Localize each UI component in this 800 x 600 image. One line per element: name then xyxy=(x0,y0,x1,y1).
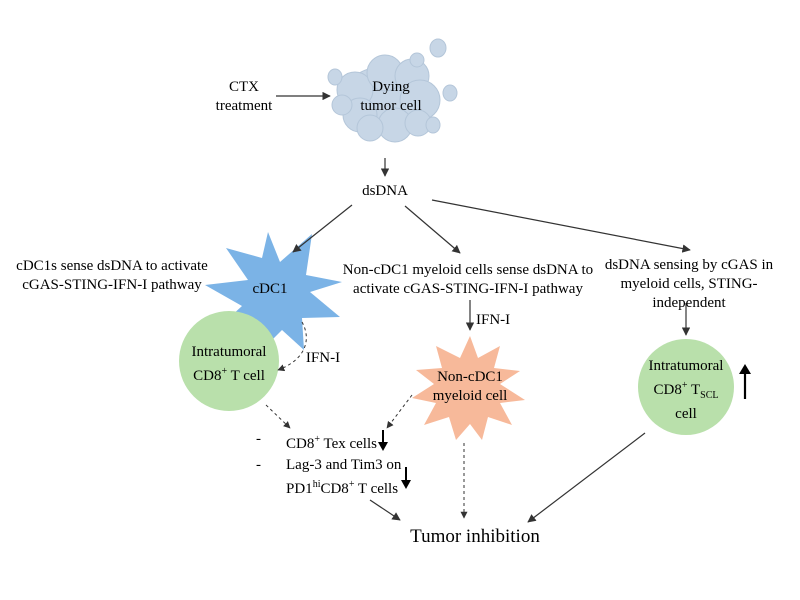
arrow-right-to-tumor xyxy=(527,432,646,523)
dashed-arrows xyxy=(265,321,468,519)
arrow-down-icon xyxy=(378,430,388,451)
arrows xyxy=(276,91,691,523)
arrow-up-icon xyxy=(739,364,751,399)
arrow-tcell-to-effects xyxy=(265,404,291,429)
dsdna-label: dsDNA xyxy=(362,183,408,199)
ctx-label: CTX treatment xyxy=(215,79,273,114)
dying-cell-label: Dying tumor cell xyxy=(360,79,422,114)
tcell-right-label: Intratumoral CD8+ TSCL cell xyxy=(648,358,724,422)
ifn-left-label: IFN-I xyxy=(305,350,341,366)
ifn-mid-label: IFN-I xyxy=(476,312,511,328)
noncdc1-label: Non-cDC1 myeloid cell xyxy=(432,369,508,404)
arrow-dsdna-to-mid xyxy=(404,205,461,254)
arrow-cdc1-ifn-to-tcell xyxy=(277,321,307,372)
tcell-left-circle-icon xyxy=(179,311,279,411)
tumor-inhibition-label: Tumor inhibition xyxy=(410,526,540,547)
arrow-down-icon xyxy=(401,467,411,489)
arrow-noncdc1-to-effects xyxy=(386,394,413,429)
left-pathway-text: cDC1s sense dsDNA to activate cGAS-STING… xyxy=(16,258,208,293)
effects-list: - CD8+ Tex cells - Lag-3 and Tim3 on PD1… xyxy=(256,430,416,499)
tcell-left-label: Intratumoral CD8+ T cell xyxy=(191,344,267,384)
arrow-dsdna-to-cdc1 xyxy=(292,204,353,253)
right-pathway-text: dsDNA sensing by cGAS in myeloid cells, … xyxy=(604,257,774,311)
arrow-effects-to-tumor xyxy=(369,499,401,521)
cdc1-label: cDC1 xyxy=(252,281,288,297)
noncdc1-star-icon xyxy=(412,336,525,440)
effects-item: - CD8+ Tex cells xyxy=(256,431,377,452)
dying-cell-cloud-icon xyxy=(327,38,458,143)
mid-pathway-text: Non-cDC1 myeloid cells sense dsDNA to ac… xyxy=(342,262,594,297)
effects-item: - Lag-3 and Tim3 on PD1hiCD8+ T cells xyxy=(256,457,402,497)
arrow-dsdna-to-right xyxy=(431,199,691,253)
tcell-right-circle-icon xyxy=(638,339,734,435)
